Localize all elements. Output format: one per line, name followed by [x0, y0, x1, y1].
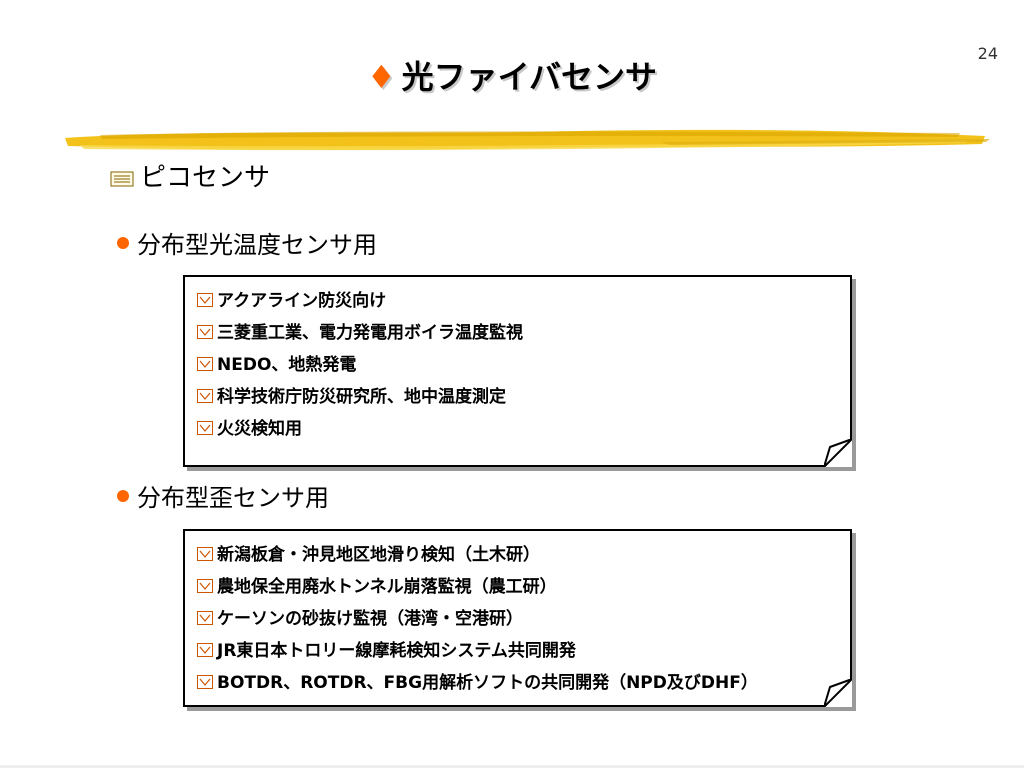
section-heading-text: ピコセンサ	[140, 163, 271, 193]
check-box-icon	[197, 421, 213, 435]
list-item-text: NEDO、地熱発電	[217, 355, 357, 375]
footer-divider	[0, 765, 1024, 768]
page-fold-icon	[824, 439, 852, 467]
list-item-text: 火災検知用	[217, 419, 302, 439]
list-item: NEDO、地熱発電	[197, 349, 838, 381]
page-number: 24	[977, 44, 998, 63]
list-item-text: BOTDR、ROTDR、FBG用解析ソフトの共同開発（NPD及びDHF）	[217, 673, 758, 693]
check-box-icon	[197, 293, 213, 307]
list-item-text: ケーソンの砂抜け監視（港湾・空港研）	[217, 609, 523, 629]
check-box-icon	[197, 675, 213, 689]
bullet-text: 分布型歪センサ用	[137, 484, 329, 512]
diamond-icon: ♦	[366, 58, 396, 96]
note-box-temperature: アクアライン防災向け 三菱重工業、電力発電用ボイラ温度監視 NEDO、地熱発電 …	[183, 275, 852, 467]
note-box-strain: 新潟板倉・沖見地区地滑り検知（土木研） 農地保全用廃水トンネル崩落監視（農工研）…	[183, 529, 852, 707]
list-item: JR東日本トロリー線摩耗検知システム共同開発	[197, 635, 838, 667]
list-item-text: 農地保全用廃水トンネル崩落監視（農工研）	[217, 577, 557, 597]
brush-stroke-divider	[65, 129, 990, 151]
slide-title: 光ファイバセンサ	[401, 58, 658, 96]
list-item-text: JR東日本トロリー線摩耗検知システム共同開発	[217, 641, 576, 661]
list-item-text: 科学技術庁防災研究所、地中温度測定	[217, 387, 506, 407]
bullet-dot-icon	[117, 237, 129, 249]
bullet-dot-icon	[117, 490, 129, 502]
check-box-icon	[197, 611, 213, 625]
list-item: 新潟板倉・沖見地区地滑り検知（土木研）	[197, 539, 838, 571]
check-box-icon	[197, 643, 213, 657]
list-item-text: アクアライン防災向け	[217, 291, 387, 311]
check-box-icon	[197, 547, 213, 561]
list-item: 科学技術庁防災研究所、地中温度測定	[197, 381, 838, 413]
list-item-text: 新潟板倉・沖見地区地滑り検知（土木研）	[217, 545, 540, 565]
check-box-icon	[197, 389, 213, 403]
check-box-icon	[197, 579, 213, 593]
list-item: BOTDR、ROTDR、FBG用解析ソフトの共同開発（NPD及びDHF）	[197, 667, 838, 699]
list-item: 三菱重工業、電力発電用ボイラ温度監視	[197, 317, 838, 349]
bullet-strain-sensor: 分布型歪センサ用	[117, 483, 329, 513]
list-item: 農地保全用廃水トンネル崩落監視（農工研）	[197, 571, 838, 603]
section-heading: ピコセンサ	[110, 160, 270, 196]
list-item: 火災検知用	[197, 413, 838, 445]
check-box-icon	[197, 357, 213, 371]
list-item-text: 三菱重工業、電力発電用ボイラ温度監視	[217, 323, 523, 343]
bullet-temperature-sensor: 分布型光温度センサ用	[117, 230, 377, 260]
bullet-text: 分布型光温度センサ用	[137, 231, 377, 259]
list-item: ケーソンの砂抜け監視（港湾・空港研）	[197, 603, 838, 635]
page-fold-icon	[824, 679, 852, 707]
list-item: アクアライン防災向け	[197, 285, 838, 317]
memo-icon	[110, 171, 134, 187]
check-box-icon	[197, 325, 213, 339]
slide-title-row: ♦光ファイバセンサ	[0, 52, 1024, 98]
